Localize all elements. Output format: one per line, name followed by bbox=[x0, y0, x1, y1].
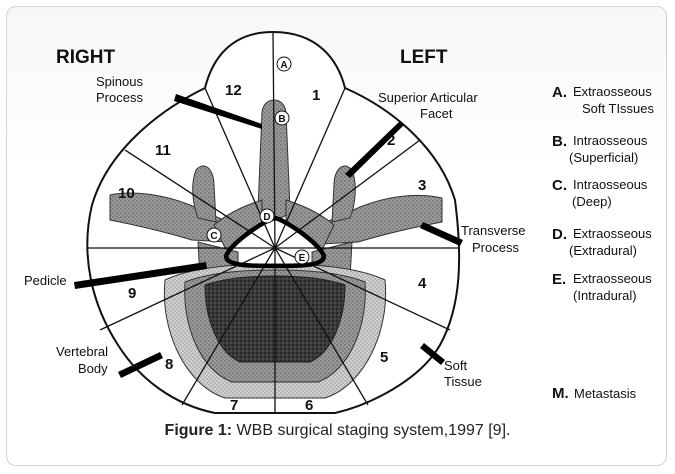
heading-left: LEFT bbox=[400, 47, 448, 68]
marker-c: C bbox=[210, 231, 217, 242]
legend-m-letter: M. bbox=[552, 385, 569, 402]
caption-label: Figure 1: bbox=[165, 422, 233, 439]
zone-label-1: 1 bbox=[312, 87, 320, 104]
label-soft-tissue-1: Soft bbox=[444, 358, 468, 373]
legend-e-line1: Extraosseous bbox=[573, 271, 652, 286]
zone-label-6: 6 bbox=[305, 397, 313, 414]
label-vertebral-body-1: Vertebral bbox=[56, 344, 108, 359]
legend-c-line1: Intraosseous bbox=[573, 177, 648, 192]
marker-a: A bbox=[280, 60, 287, 71]
legend-b-letter: B. bbox=[552, 133, 567, 150]
legend-c-letter: C. bbox=[552, 177, 567, 194]
figure-caption: Figure 1: WBB surgical staging system,19… bbox=[0, 422, 675, 440]
legend-a-letter: A. bbox=[552, 84, 567, 101]
legend-a-line2: Soft TIssues bbox=[582, 101, 655, 116]
legend-b-line1: Intraosseous bbox=[573, 133, 648, 148]
legend-a-line1: Extraosseous bbox=[573, 84, 652, 99]
legend-d-letter: D. bbox=[552, 226, 567, 243]
legend-e-letter: E. bbox=[552, 271, 566, 288]
legend-d-line2: (Extradural) bbox=[569, 243, 637, 258]
zone-label-7: 7 bbox=[230, 397, 238, 414]
marker-e: E bbox=[299, 253, 306, 264]
heading-right: RIGHT bbox=[56, 47, 116, 68]
zone-label-9: 9 bbox=[128, 285, 136, 302]
label-vertebral-body-2: Body bbox=[78, 361, 108, 376]
legend-c-line2: (Deep) bbox=[572, 194, 612, 209]
label-transverse-process-2: Process bbox=[472, 240, 519, 255]
marker-d: D bbox=[263, 212, 270, 223]
marker-b: B bbox=[278, 114, 285, 125]
caption-text: WBB surgical staging system,1997 [9]. bbox=[232, 422, 510, 439]
zone-label-3: 3 bbox=[418, 177, 426, 194]
zone-label-10: 10 bbox=[118, 185, 135, 202]
legend-d-line1: Extraosseous bbox=[573, 226, 652, 241]
label-soft-tissue-2: Tissue bbox=[444, 374, 482, 389]
label-superior-facet-1: Superior Articular bbox=[378, 90, 478, 105]
zone-label-12: 12 bbox=[225, 82, 242, 99]
label-spinous-process-1: Spinous bbox=[96, 74, 143, 89]
legend: A. Extraosseous Soft TIssues B. Intraoss… bbox=[552, 84, 655, 402]
legend-e-line2: (Intradural) bbox=[573, 288, 637, 303]
legend-m-line1: Metastasis bbox=[574, 386, 637, 401]
zone-label-11: 11 bbox=[155, 142, 171, 159]
zone-label-4: 4 bbox=[418, 275, 427, 292]
label-pedicle: Pedicle bbox=[24, 273, 67, 288]
label-spinous-process-2: Process bbox=[96, 90, 143, 105]
legend-b-line2: (Superficial) bbox=[569, 150, 638, 165]
label-transverse-process-1: Transverse bbox=[461, 223, 526, 238]
zone-label-8: 8 bbox=[165, 356, 173, 373]
label-superior-facet-2: Facet bbox=[420, 106, 453, 121]
zone-label-5: 5 bbox=[380, 349, 388, 366]
